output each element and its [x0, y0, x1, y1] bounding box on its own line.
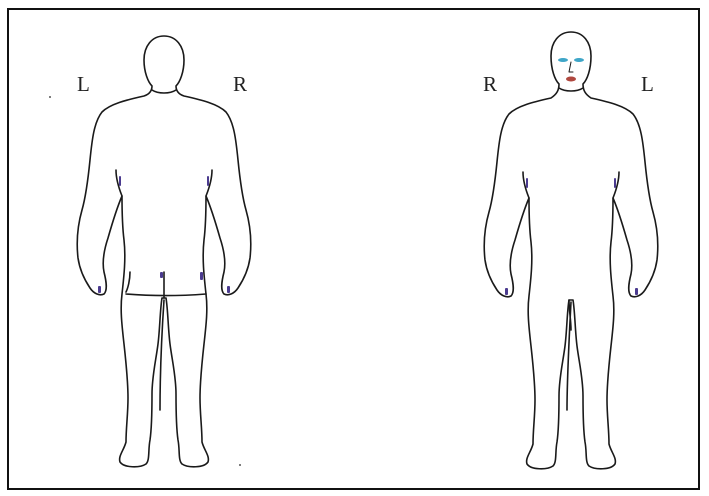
back-view-left-label: L	[77, 74, 90, 95]
scan-speck	[239, 464, 241, 466]
scan-speck	[49, 96, 51, 98]
diagram-frame: L R R L	[7, 8, 700, 490]
front-view-left-label: R	[483, 74, 497, 95]
back-view-right-label: R	[233, 74, 247, 95]
front-view-right-label: L	[641, 74, 654, 95]
